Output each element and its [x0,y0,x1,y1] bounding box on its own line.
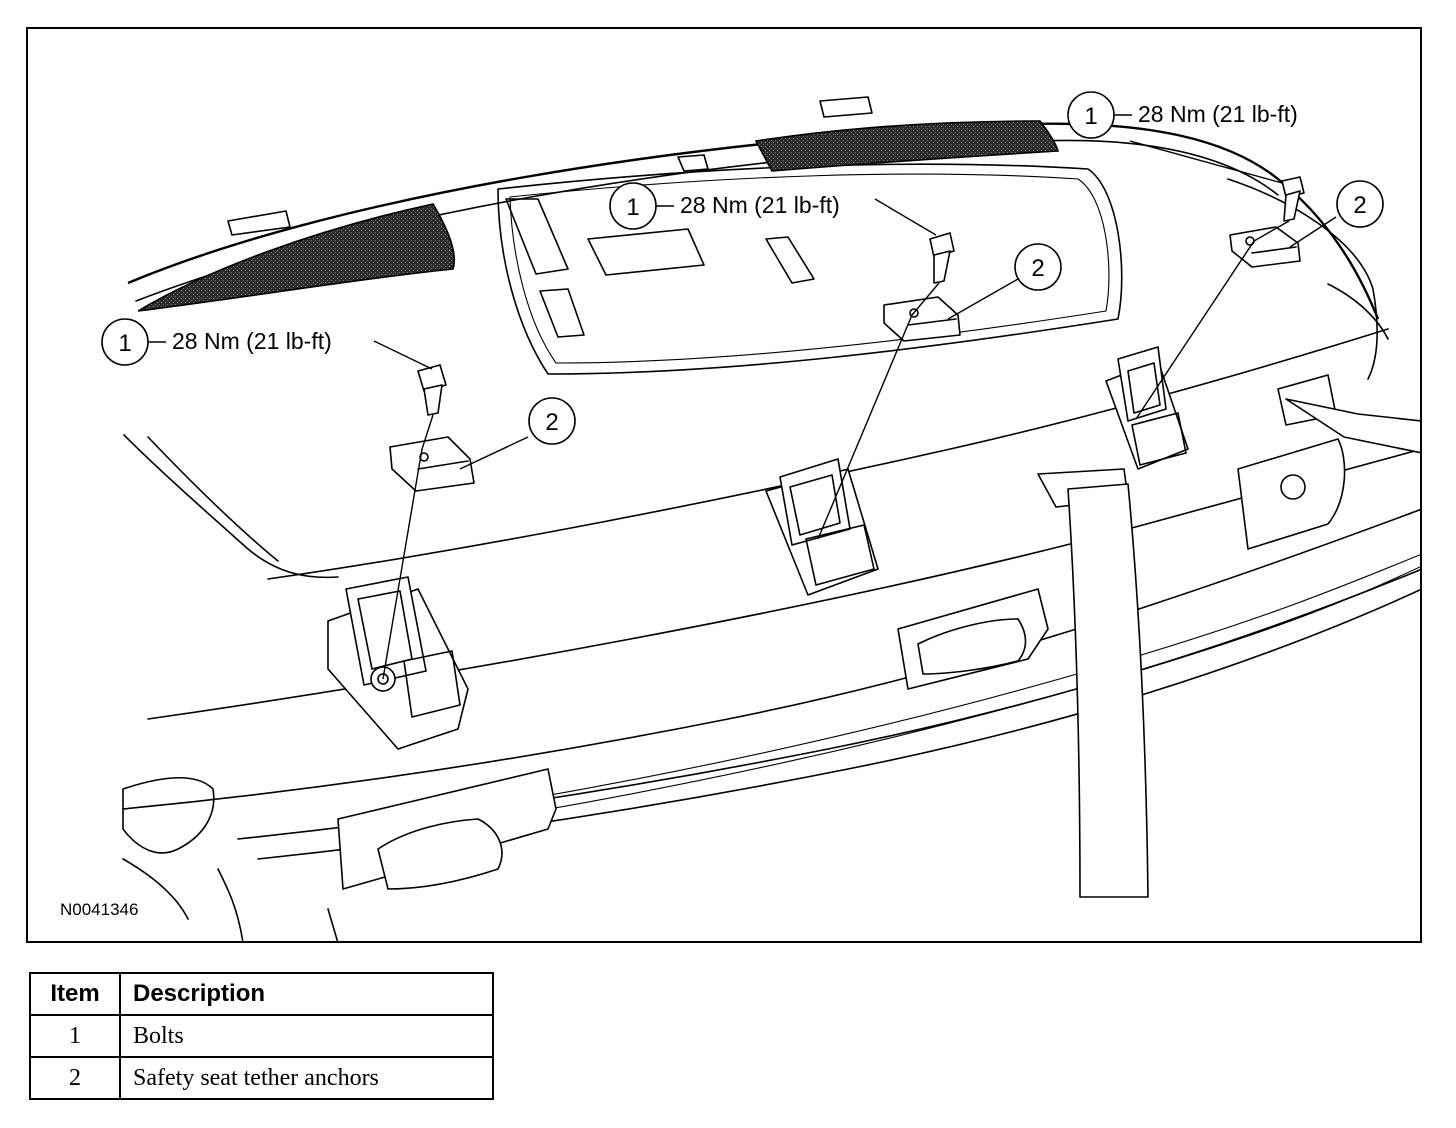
callout-circle [1014,243,1062,291]
item-description-cell: Safety seat tether anchors [119,1056,494,1100]
item-number-cell: 1 [29,1014,121,1058]
callout-number: 1 [1084,103,1097,130]
item-number-cell: 2 [29,1056,121,1100]
anchor-plate-right [1229,226,1301,268]
torque-spec-label: 28 Nm (21 lb-ft) [1138,101,1298,127]
torque-spec-label: 28 Nm (21 lb-ft) [680,192,840,218]
bolt-center [929,232,955,284]
figure-id-label: N0041346 [60,900,138,919]
alignment-lines [382,220,1290,680]
anchor-receptacle-right [1105,346,1189,470]
bolt-right [1281,176,1305,222]
description-column-header: Description [119,972,494,1016]
seat-belt [1037,374,1420,898]
callout-2-right: 2 [1336,180,1384,228]
table-row: 1 Bolts [29,1014,494,1058]
seat-back-trim [122,438,1420,941]
diagram-figure: 1 28 Nm (21 lb-ft) 1 28 Nm (21 lb-ft) 1 … [26,27,1422,943]
callout-number: 2 [1353,192,1366,219]
item-description-cell: Bolts [119,1014,494,1058]
callout-2-left: 2 [528,397,576,445]
bolt-left [417,364,447,416]
table-row: 2 Safety seat tether anchors [29,1056,494,1100]
callout-leaders [373,140,1337,470]
anchor-receptacle-center [765,458,879,596]
callout-number: 2 [545,409,558,436]
callout-1-left: 1 28 Nm (21 lb-ft) [101,318,332,366]
callout-2-center: 2 [1014,243,1062,291]
callout-number: 1 [626,194,639,221]
anchor-receptacle-left [327,576,469,750]
torque-spec-label: 28 Nm (21 lb-ft) [172,328,332,354]
legend-header-row: Item Description [29,972,494,1016]
callout-1-center: 1 28 Nm (21 lb-ft) [609,182,840,230]
package-tray [123,96,1389,580]
item-column-header: Item [29,972,121,1016]
callout-1-right: 1 28 Nm (21 lb-ft) [1067,91,1298,139]
callout-circle [1336,180,1384,228]
anchor-plate-center [883,296,961,342]
tether-anchor-illustration: 1 28 Nm (21 lb-ft) 1 28 Nm (21 lb-ft) 1 … [60,91,1420,941]
anchor-plate-left [389,436,475,492]
legend-table: Item Description 1 Bolts 2 Safety seat t… [29,972,494,1100]
callout-number: 2 [1031,255,1044,282]
callout-number: 1 [118,330,131,357]
callout-circle [528,397,576,445]
